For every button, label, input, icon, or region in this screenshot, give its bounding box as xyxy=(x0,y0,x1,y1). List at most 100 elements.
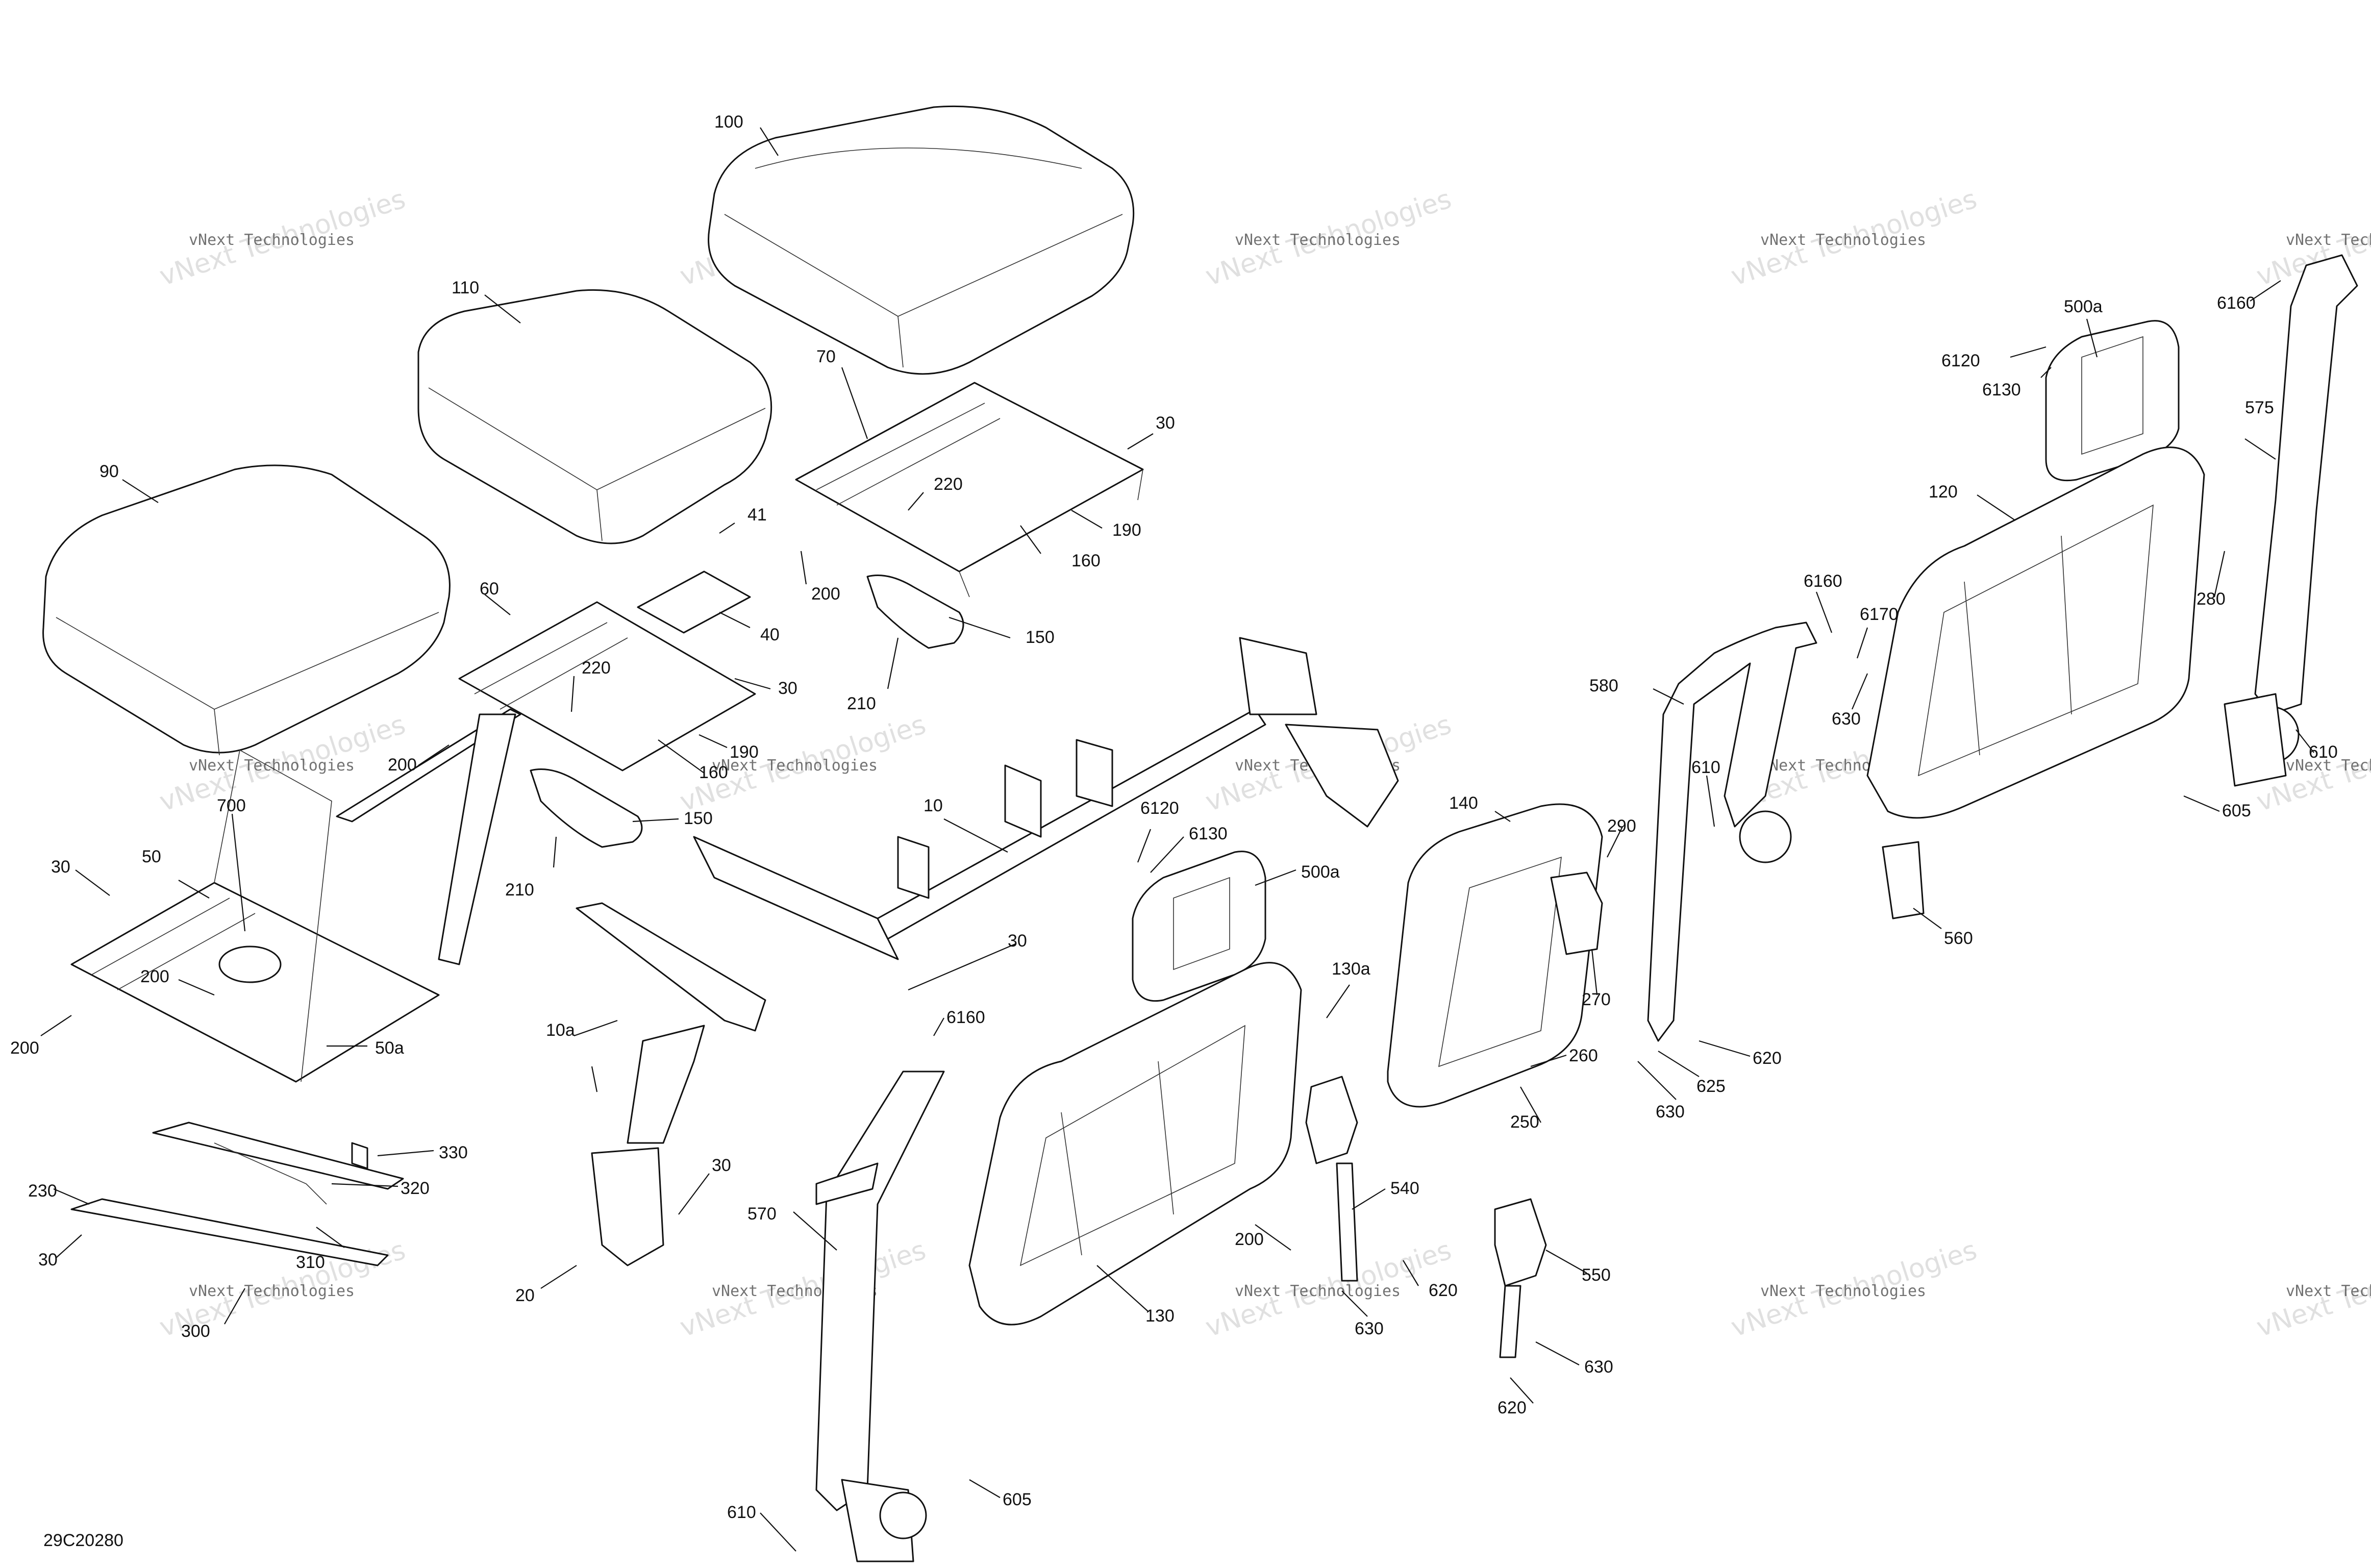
callout: 610 xyxy=(1691,758,1720,777)
callout: 150 xyxy=(684,809,713,828)
callout: 6160 xyxy=(946,1008,985,1027)
callout: 110 xyxy=(452,278,479,297)
watermark-text: vNext Technologies xyxy=(189,231,355,249)
parts xyxy=(42,105,2358,1562)
bracket-20 xyxy=(576,902,766,1266)
callout: 6160 xyxy=(2217,293,2256,313)
callout: 300 xyxy=(181,1322,210,1341)
cross-bar-10 xyxy=(693,637,1399,960)
headrest-500a-right xyxy=(2045,320,2180,482)
callout: 500a xyxy=(1301,862,1340,882)
watermark: vNext Technologies vNext Technologies xyxy=(1727,184,1980,292)
seat-cushion-110 xyxy=(417,289,772,544)
callout: 30 xyxy=(51,857,70,877)
watermark-text: vNext Technologies xyxy=(2286,757,2371,775)
callout: 10a xyxy=(546,1021,575,1040)
seat-belt-570 xyxy=(815,1071,945,1562)
callout: 70 xyxy=(816,347,836,366)
base-frame-50 xyxy=(70,708,521,1083)
callout: 6160 xyxy=(1804,571,1842,591)
seat-frame-60 xyxy=(458,601,756,848)
callout: 560 xyxy=(1944,929,1973,948)
callout: 6120 xyxy=(1941,351,1980,370)
callout: 60 xyxy=(480,579,499,599)
callout: 120 xyxy=(1929,482,1958,502)
watermark-text: vNext Technologies xyxy=(189,1282,355,1300)
callout: 630 xyxy=(1584,1357,1613,1377)
watermark-text: vNext Technologies xyxy=(2286,1282,2371,1300)
callout: 130a xyxy=(1332,959,1370,979)
callout: 30 xyxy=(778,679,797,698)
watermark-text: vNext Technologies xyxy=(189,757,355,775)
callout: 310 xyxy=(296,1253,325,1272)
callout: 610 xyxy=(2309,742,2338,762)
callout: 200 xyxy=(1235,1230,1264,1249)
callout: 210 xyxy=(847,694,876,713)
watermark: vNext Technologies vNext Technologies xyxy=(676,1235,929,1343)
seat-cushion-90 xyxy=(42,464,451,756)
callout: 220 xyxy=(934,475,963,494)
seat-frame-70 xyxy=(795,382,1144,649)
drawing-reference-number: 29C20280 xyxy=(43,1531,123,1550)
callout: 190 xyxy=(730,742,759,762)
callout: 625 xyxy=(1696,1077,1726,1096)
callout: 30 xyxy=(38,1250,58,1270)
callout: 260 xyxy=(1569,1046,1598,1065)
callout: 100 xyxy=(714,112,743,132)
watermark-text: vNext Technologies xyxy=(712,757,878,775)
watermark-text: vNext Technologies xyxy=(1760,1282,1926,1300)
seat-belt-580 xyxy=(1647,621,1817,1042)
buckle-540 xyxy=(1305,1076,1358,1282)
callout: 10 xyxy=(924,796,943,815)
callout: 41 xyxy=(747,505,767,525)
callout: 580 xyxy=(1589,676,1618,695)
callout-labels: 100 110 90 70 30 220 41 190 160 200 40 1… xyxy=(10,112,2338,1522)
callout: 6130 xyxy=(1189,824,1228,843)
callout: 30 xyxy=(1008,931,1027,951)
callout: 280 xyxy=(2197,589,2226,609)
callout: 200 xyxy=(811,584,840,604)
callout: 250 xyxy=(1510,1112,1539,1132)
seat-cushion-100 xyxy=(708,105,1135,375)
callout: 220 xyxy=(582,658,611,678)
seat-back-130 xyxy=(968,962,1302,1326)
callout: 6170 xyxy=(1860,605,1899,624)
callout: 200 xyxy=(10,1038,39,1058)
watermark-text: vNext Technologies xyxy=(1235,231,1401,249)
callout: 610 xyxy=(727,1503,756,1522)
callout: 210 xyxy=(505,880,534,900)
callout: 570 xyxy=(747,1204,777,1224)
seat-belt-575 xyxy=(2224,254,2358,787)
callout: 230 xyxy=(28,1181,57,1201)
watermark: vNext Technologies vNext Technologies xyxy=(1202,1235,1455,1343)
callout: 50a xyxy=(375,1038,404,1058)
callout: 140 xyxy=(1449,793,1478,813)
callout: 620 xyxy=(1753,1049,1782,1068)
watermark-text: vNext Technologies xyxy=(2286,231,2371,249)
callout: 620 xyxy=(1498,1398,1527,1417)
cover-plate-40 xyxy=(637,570,751,634)
callout: 620 xyxy=(1429,1281,1458,1300)
watermark: vNext Technologies vNext Technologies xyxy=(156,184,409,292)
callout: 130 xyxy=(1145,1306,1175,1326)
callout: 630 xyxy=(1656,1102,1685,1122)
callout: 50 xyxy=(142,847,161,866)
callout: 200 xyxy=(388,755,417,775)
watermark: vNext Technologies vNext Technologies xyxy=(1727,1235,1980,1343)
callout: 630 xyxy=(1355,1319,1384,1338)
callout: 700 xyxy=(217,796,246,815)
seat-rails-300 xyxy=(70,1122,404,1266)
callout: 540 xyxy=(1390,1179,1419,1198)
callout: 6130 xyxy=(1982,380,2021,400)
callout: 200 xyxy=(140,967,169,986)
watermark-text: vNext Technologies xyxy=(1760,231,1926,249)
watermark-text: vNext Technologies xyxy=(1235,1282,1401,1300)
callout: 90 xyxy=(99,462,119,481)
watermark: vNext Technologies vNext Technologies xyxy=(1202,184,1455,292)
callout: 320 xyxy=(401,1179,430,1198)
callout: 290 xyxy=(1607,816,1636,836)
callout: 30 xyxy=(1156,413,1175,433)
buckle-560 xyxy=(1882,841,1925,919)
callout: 190 xyxy=(1112,520,1141,540)
